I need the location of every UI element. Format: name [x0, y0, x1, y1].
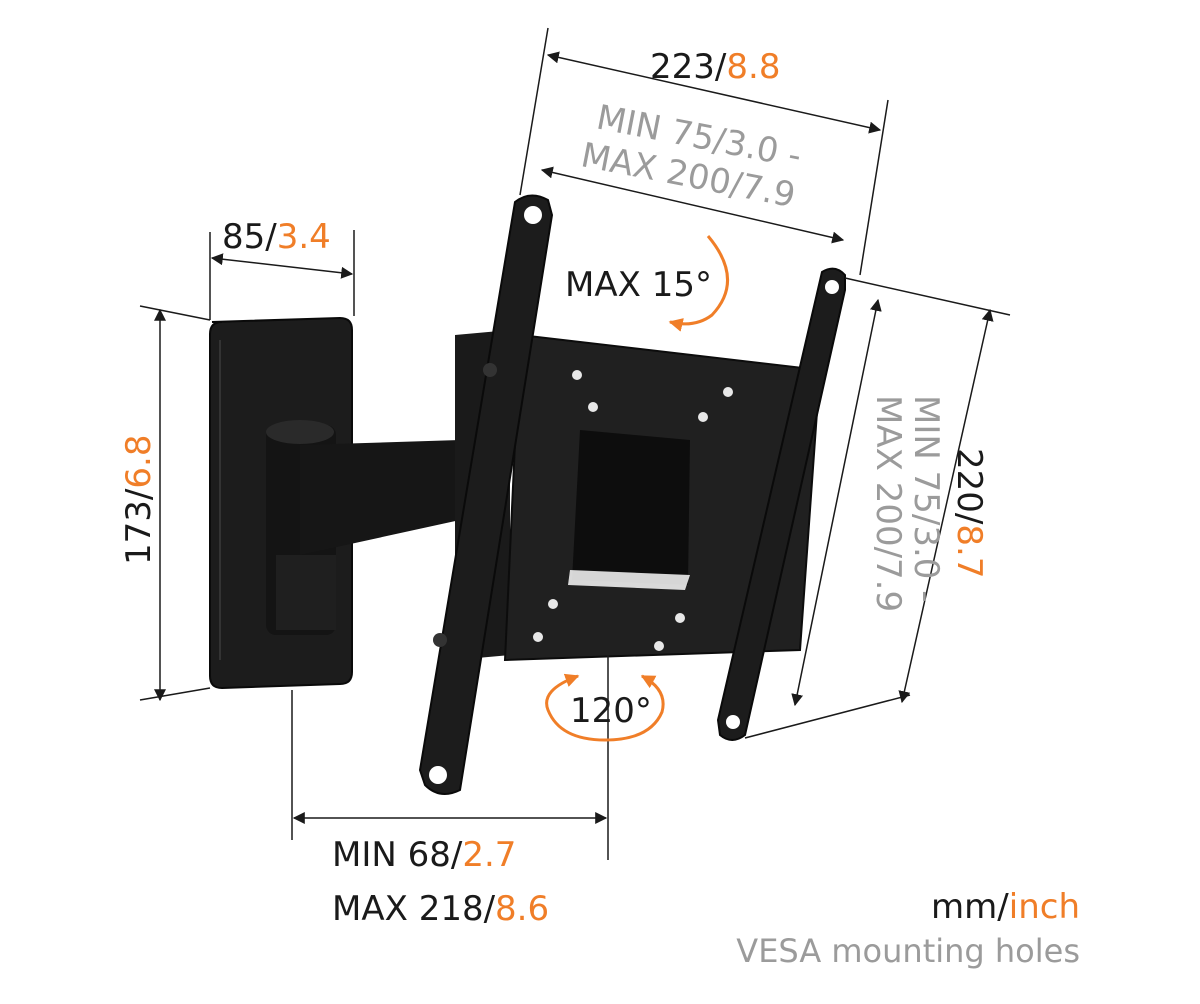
swivel-arrow	[545, 673, 665, 742]
tilt-label: MAX 15°	[565, 265, 712, 305]
vesa-height-label: MIN 75/3.0 - MAX 200/7.9	[868, 395, 946, 612]
hinge-top	[266, 420, 334, 444]
tv-wall-mount	[209, 194, 846, 795]
vesa-plate-window	[572, 430, 690, 585]
extension-max-label: MAX 218/8.6	[332, 889, 549, 929]
unit-legend: mm/inch	[931, 887, 1080, 927]
right-height-label: 220/8.7	[949, 448, 989, 578]
right-rail-bottom-hole	[726, 715, 740, 729]
vesa-note: VESA mounting holes	[736, 932, 1080, 970]
dimension-lines	[139, 27, 1011, 860]
extension-min-label: MIN 68/2.7	[332, 835, 516, 875]
left-rail-screw-bottom	[433, 633, 447, 647]
top-width-label: 223/8.8	[650, 47, 780, 87]
dim-line-right-height	[898, 308, 994, 704]
tilt-arrow	[668, 235, 729, 332]
dim-line-top-width	[546, 51, 882, 134]
dim-line-wall-plate-width	[210, 253, 354, 279]
rotation-arrows	[545, 235, 729, 742]
vesa-width-label: MIN 75/3.0 - MAX 200/7.9	[578, 98, 805, 216]
right-rail-top-hole	[825, 280, 839, 294]
hinge-lower	[276, 555, 336, 630]
wall-plate-height-label: 173/6.8	[119, 435, 159, 565]
left-rail	[418, 194, 554, 795]
vesa-height-line1: MIN 75/3.0 -	[906, 395, 946, 602]
vesa-height-line2: MAX 200/7.9	[868, 395, 908, 612]
swivel-label: 120°	[570, 691, 652, 731]
wall-plate-width-label: 85/3.4	[222, 217, 331, 257]
swing-arm	[300, 440, 460, 555]
dim-line-vesa-height	[791, 298, 882, 707]
left-rail-screw-top	[483, 363, 497, 377]
left-rail-bottom-hole	[429, 766, 447, 784]
plate-holes	[533, 370, 733, 651]
dim-line-vesa-width	[540, 166, 845, 244]
left-rail-top-hole	[524, 206, 542, 224]
vesa-plate-slot	[568, 570, 690, 590]
